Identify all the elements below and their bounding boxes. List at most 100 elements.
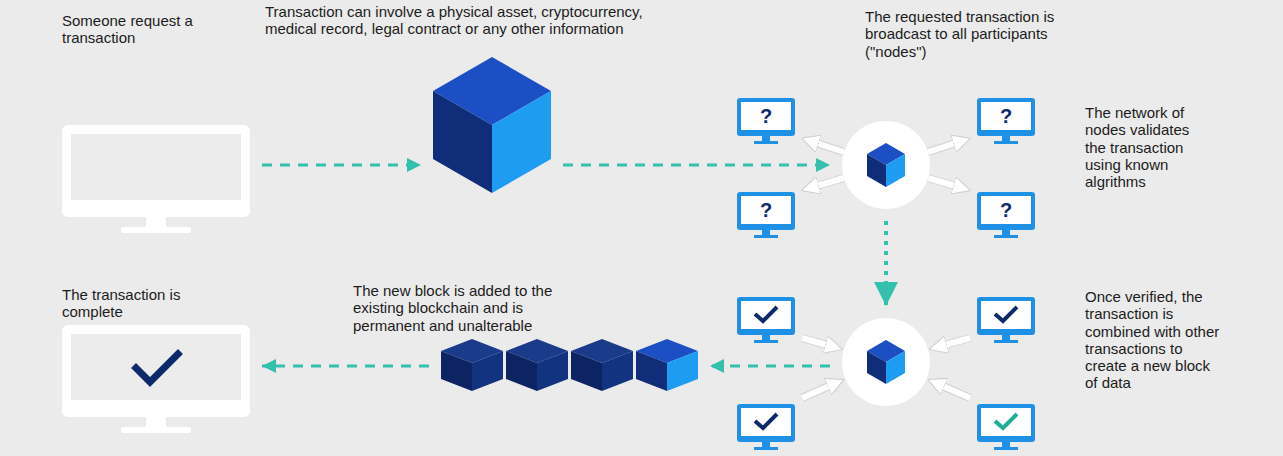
- cube-left: [433, 91, 492, 193]
- verify-arrow: [802, 338, 834, 347]
- check-mark: [755, 414, 777, 428]
- step-caption: The requested transaction is broadcast t…: [865, 8, 1080, 60]
- cube-right: [667, 351, 698, 391]
- monitor-screen: [981, 102, 1031, 130]
- node-monitor: [977, 297, 1035, 343]
- broadcast-hub: [810, 121, 962, 209]
- flow-arrow: [262, 164, 421, 167]
- step-caption: Someone request a transaction: [62, 12, 212, 47]
- cube-right: [886, 154, 905, 187]
- monitor-frame: [737, 98, 795, 136]
- block-cube: [433, 57, 551, 193]
- monitor-base: [994, 447, 1018, 450]
- cube-right: [886, 351, 905, 384]
- verify-arrow-outline: [936, 383, 970, 398]
- hub-circle: [842, 318, 930, 406]
- blockchain-step: The new block is added to the existing b…: [441, 339, 698, 391]
- monitor-screen: [741, 301, 791, 329]
- step-caption: The new block is added to the existing b…: [353, 282, 578, 334]
- verify-arrow-outline: [938, 338, 970, 347]
- check-mark: [995, 414, 1017, 428]
- monitor-neck: [146, 217, 166, 227]
- monitor-base: [121, 427, 191, 433]
- monitor-frame: [977, 98, 1035, 136]
- verify-hub: [802, 318, 970, 406]
- broadcast-arrow: [928, 178, 962, 188]
- monitor-frame: [62, 325, 250, 417]
- monitor-neck: [762, 442, 770, 447]
- question-mark: ?: [1000, 199, 1012, 221]
- monitor-screen: [981, 301, 1031, 329]
- monitor-icon: [62, 125, 250, 233]
- broadcast-arrow-outline: [810, 178, 844, 188]
- monitor-neck: [762, 230, 770, 235]
- monitor-frame: [977, 404, 1035, 442]
- verify-arrow-outline: [802, 338, 834, 347]
- question-mark: ?: [760, 199, 772, 221]
- flow-arrow: [884, 221, 888, 306]
- broadcast-arrow-outline: [928, 141, 962, 152]
- node-monitor: [737, 98, 795, 144]
- monitor-screen: [71, 134, 241, 200]
- node-monitor: [977, 192, 1035, 238]
- node-monitor: [977, 404, 1035, 450]
- monitor-base: [754, 141, 778, 144]
- monitor-icon: [62, 325, 250, 433]
- verify-arrow: [936, 383, 970, 398]
- flow-arrow: [262, 365, 429, 368]
- monitor-base: [121, 227, 191, 233]
- monitor-neck: [1002, 230, 1010, 235]
- step-caption: Transaction can involve a physical asset…: [265, 3, 655, 38]
- check-mark: [755, 307, 777, 321]
- flow-arrow: [710, 365, 830, 368]
- monitor-screen: [981, 196, 1031, 224]
- question-mark: ?: [760, 105, 772, 127]
- monitor-neck: [1002, 335, 1010, 340]
- node-monitor: [737, 404, 795, 450]
- verify-arrow: [802, 383, 836, 398]
- monitor-frame: [62, 125, 250, 217]
- check-mark: [995, 307, 1017, 321]
- node-monitor: [977, 98, 1035, 144]
- monitor-screen: [741, 196, 791, 224]
- node-monitor: [737, 192, 795, 238]
- cube-right: [492, 91, 551, 193]
- monitor-neck: [762, 136, 770, 141]
- broadcast-arrow: [810, 141, 844, 152]
- broadcast-arrow-outline: [928, 178, 962, 188]
- request-step: Someone request a transaction: [62, 125, 250, 233]
- cube-left: [636, 351, 667, 391]
- monitor-frame: [977, 297, 1035, 335]
- monitor-frame: [977, 192, 1035, 230]
- monitor-neck: [146, 417, 166, 427]
- monitor-screen: [71, 334, 241, 400]
- cube-left: [571, 351, 602, 391]
- blockchain: [441, 339, 698, 391]
- monitor-screen: [741, 102, 791, 130]
- monitor-screen: [981, 408, 1031, 436]
- question-mark: ?: [1000, 105, 1012, 127]
- cube-right: [537, 351, 568, 391]
- cube-left: [867, 154, 886, 187]
- monitor-frame: [737, 297, 795, 335]
- monitor-base: [754, 340, 778, 343]
- monitor-base: [754, 235, 778, 238]
- cube-left: [441, 351, 472, 391]
- monitor-frame: [737, 192, 795, 230]
- broadcast-arrow: [810, 178, 844, 188]
- broadcast-step: The requested transaction is broadcast t…: [842, 121, 930, 209]
- step-caption: The transaction is complete: [62, 286, 187, 321]
- cube-left: [867, 351, 886, 384]
- monitor-neck: [1002, 442, 1010, 447]
- monitor-neck: [1002, 136, 1010, 141]
- monitor-base: [994, 141, 1018, 144]
- cube-right: [602, 351, 633, 391]
- monitor-base: [754, 447, 778, 450]
- step-caption: The network of nodes validates the trans…: [1085, 104, 1210, 190]
- monitor-base: [994, 235, 1018, 238]
- check-mark: [136, 354, 178, 382]
- monitor-frame: [737, 404, 795, 442]
- hub-circle: [842, 121, 930, 209]
- verify-arrow: [938, 338, 970, 347]
